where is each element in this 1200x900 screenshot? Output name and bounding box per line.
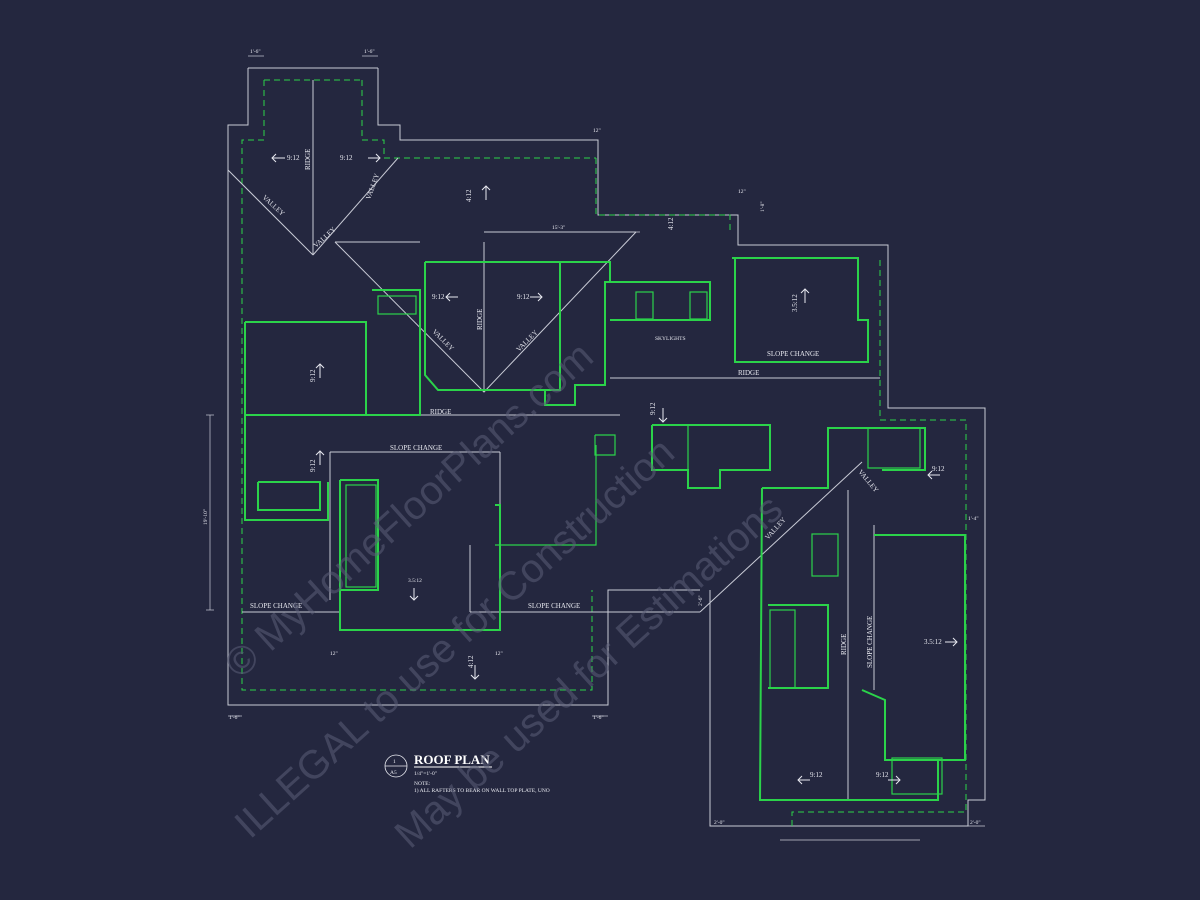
pitch-15: 4:12 [467,655,475,668]
label-valley-1: VALLEY [261,194,286,218]
title-note-1: 1) ALL RAFTERS TO BEAR ON WALL TOP PLATE… [414,787,550,794]
pitch-labels: 9:12 9:12 4:12 9:12 9:12 9:12 9:12 3.5:1… [287,154,945,779]
label-ridge-1: RIDGE [304,149,312,170]
title-roof-plan: ROOF PLAN [414,752,490,767]
pitch-4: 9:12 [432,293,445,301]
dim-1-4: 1'-4" [968,516,979,522]
walls [244,257,966,801]
label-skylights: SKYLIGHTS [655,336,686,342]
label-ridge-3: RIDGE [430,408,451,416]
label-slope-change-1: SLOPE CHANGE [390,444,442,452]
label-slope-change-4: SLOPE CHANGE [767,350,819,358]
label-valley-3: VALLEY [364,172,381,200]
pitch-3: 4:12 [465,189,473,202]
label-valley-4: VALLEY [431,328,456,353]
pitch-11: 9:12 [932,465,945,473]
label-valley-2: VALLEY [312,225,337,249]
pitch-16: 3.5:12 [408,578,422,584]
pitch-1: 9:12 [287,154,300,162]
pitch-14: 9:12 [876,771,889,779]
title-block: 1 A5 ROOF PLAN 1/4"=1'-0" NOTE: 1) ALL R… [384,752,550,794]
label-ridge-4: RIDGE [738,369,759,377]
dim-12-a: 12" [593,128,601,134]
dim-1-6-b: 1'-6" [364,49,375,55]
dim-2-0-b: 2'-0" [970,820,981,826]
dim-1-6-d: 1'-6" [593,715,604,721]
dimension-labels: 15'-3" 19'-10" 1'-6" 1'-6" 1'-6" 1'-6" 2… [203,49,981,826]
dim-12-c: 12" [330,651,338,657]
label-slope-change-5: SLOPE CHANGE [866,616,874,668]
slope-arrows [271,153,958,785]
title-note-heading: NOTE: [414,781,431,787]
pitch-9: 4:12 [667,217,675,230]
dim-12-d: 12" [495,651,503,657]
pitch-13: 9:12 [810,771,823,779]
pitch-8: 3.5:12 [791,294,799,312]
dim-1-8: 1'-8" [760,201,766,212]
pitch-12: 3.5:12 [924,638,942,646]
pitch-5: 9:12 [517,293,530,301]
dim-2-0-a: 2'-0" [714,820,725,826]
title-scale: 1/4"=1'-0" [414,771,437,777]
pitch-7: 9:12 [309,459,317,472]
dim-15-3: 15'-3" [552,225,565,231]
label-slope-change-3: SLOPE CHANGE [528,602,580,610]
roof-outline [227,67,986,827]
dim-19-10: 19'-10" [203,509,209,525]
pitch-6: 9:12 [309,369,317,382]
dim-12-b: 12" [738,189,746,195]
title-sheet: A5 [390,770,397,776]
dim-1-6-c: 1'-6" [229,715,240,721]
watermarks: © MyHomeFloorPlans.com ILLEGAL to use fo… [217,334,791,857]
pitch-10: 9:12 [649,402,657,415]
dim-2-6: 2'-6" [698,595,704,606]
pitch-2: 9:12 [340,154,353,162]
label-slope-change-2: SLOPE CHANGE [250,602,302,610]
dim-1-6-a: 1'-6" [250,49,261,55]
label-ridge-5: RIDGE [840,634,848,655]
dimension-lines [206,55,985,841]
title-number: 1 [393,759,396,765]
label-ridge-2: RIDGE [476,309,484,330]
label-valley-5: VALLEY [515,329,540,354]
label-valley-7: VALLEY [856,468,880,494]
